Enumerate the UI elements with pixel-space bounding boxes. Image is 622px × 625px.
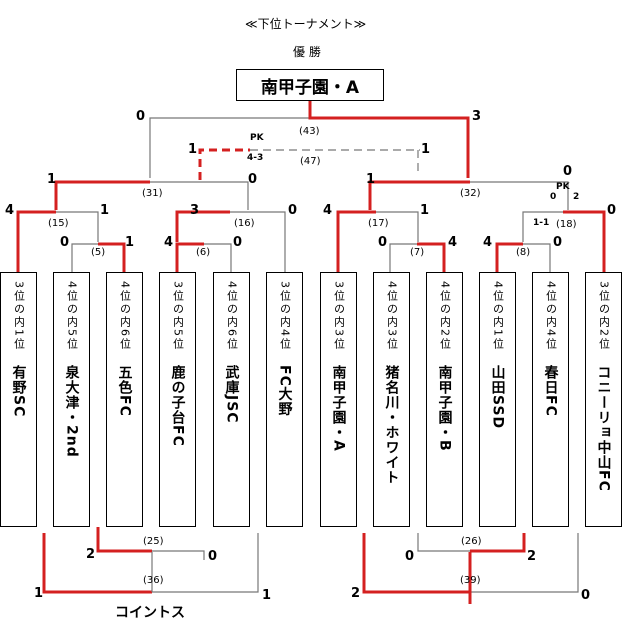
m47-pk-label: PK [250, 133, 264, 143]
match-number-17: (17) [368, 218, 389, 229]
team-box: 4位の内2位 南甲子園・B [426, 272, 463, 527]
champion-box: 南甲子園・A [236, 69, 384, 101]
team-name: 有野SC [10, 365, 27, 418]
team-rank: 3位の内1位 [12, 281, 26, 351]
team-name: 猪名川・ホワイト [383, 365, 400, 485]
match-number-31: (31) [142, 188, 163, 199]
match-number-5: (5) [91, 247, 106, 258]
team-rank: 3位の内2位 [597, 281, 611, 351]
m7-right-score: 4 [448, 235, 458, 250]
m25-left-score: 2 [86, 547, 96, 562]
team-rank: 4位の内2位 [438, 281, 452, 351]
m6-right-score: 0 [233, 235, 243, 250]
team-name: 南甲子園・A [330, 365, 347, 452]
match-number-39: (39) [460, 575, 481, 586]
m39-left-score: 2 [351, 586, 361, 601]
team-box: 3位の内1位 有野SC [0, 272, 37, 527]
m18-pk-right: 2 [573, 192, 580, 202]
team-rank: 4位の内6位 [225, 281, 239, 351]
final-right-score: 3 [472, 109, 482, 124]
m17-right-score: 1 [420, 203, 430, 218]
tournament-title: ≪下位トーナメント≫ [245, 17, 367, 31]
m39-right-score: 0 [581, 588, 591, 603]
m17-left-score: 4 [323, 203, 333, 218]
m32-right-score: 0 [563, 164, 573, 179]
team-box: 3位の内2位 コニーリョ中山FC [585, 272, 622, 527]
team-rank: 3位の内3位 [332, 281, 346, 351]
match-number-47: (47) [300, 156, 321, 167]
m25-right-score: 0 [208, 549, 218, 564]
m8-left-score: 4 [483, 235, 493, 250]
m36-right-score: 1 [262, 588, 272, 603]
team-rank: 4位の内3位 [385, 281, 399, 351]
m47-pk-score: 4-3 [247, 153, 264, 163]
m18-pk-label: PK [556, 182, 570, 192]
match-number-15: (15) [48, 218, 69, 229]
team-rank: 4位の内6位 [118, 281, 132, 351]
m32-left-score: 1 [366, 172, 376, 187]
m47-right-score: 1 [421, 142, 431, 157]
team-box: 4位の内6位 五色FC [106, 272, 143, 527]
team-box: 4位の内5位 泉大津・2nd [53, 272, 90, 527]
m18-pk-left: 0 [550, 192, 557, 202]
match-number-16: (16) [234, 218, 255, 229]
m36-left-score: 1 [34, 586, 44, 601]
team-name: 五色FC [116, 365, 133, 417]
team-box: 3位の内4位 FC大野 [266, 272, 303, 527]
team-rank: 4位の内5位 [65, 281, 79, 351]
match-number-18: (18) [556, 219, 577, 230]
m26-right-score: 2 [527, 549, 537, 564]
m31-left-score: 1 [47, 172, 57, 187]
team-name: 山田SSD [489, 365, 506, 430]
team-box: 3位の内3位 南甲子園・A [320, 272, 357, 527]
team-box: 3位の内5位 鹿の子台FC [159, 272, 196, 527]
team-name: 春日FC [542, 365, 559, 417]
team-rank: 4位の内4位 [544, 281, 558, 351]
team-name: 鹿の子台FC [169, 365, 186, 447]
m31-right-score: 0 [248, 172, 258, 187]
team-rank: 3位の内4位 [278, 281, 292, 351]
match-number-25: (25) [143, 536, 164, 547]
team-name: 武庫JSC [223, 365, 240, 424]
m5-right-score: 1 [125, 235, 135, 250]
m6-left-score: 4 [164, 235, 174, 250]
m26-left-score: 0 [405, 549, 415, 564]
match-number-26: (26) [461, 536, 482, 547]
m15-right-score: 1 [100, 203, 110, 218]
match-number-32: (32) [460, 188, 481, 199]
team-name: FC大野 [276, 365, 293, 417]
team-name: 南甲子園・B [436, 365, 453, 452]
m15-left-score: 4 [5, 203, 15, 218]
team-box: 4位の内1位 山田SSD [479, 272, 516, 527]
match-number-6: (6) [196, 247, 211, 258]
m8-right-score: 0 [553, 235, 563, 250]
team-box: 4位の内4位 春日FC [532, 272, 569, 527]
team-rank: 3位の内5位 [171, 281, 185, 351]
champion-label: 優 勝 [293, 45, 321, 59]
m16-right-score: 0 [288, 203, 298, 218]
team-name: 泉大津・2nd [63, 365, 80, 458]
coin-toss-label: コイントス [115, 605, 185, 621]
m5-left-score: 0 [60, 235, 70, 250]
m18-left-score: 1-1 [533, 218, 550, 228]
team-name: コニーリョ中山FC [595, 365, 612, 492]
match-number-43: (43) [299, 126, 320, 137]
final-left-score: 0 [136, 109, 146, 124]
team-box: 4位の内6位 武庫JSC [213, 272, 250, 527]
match-number-8: (8) [516, 247, 531, 258]
team-rank: 4位の内1位 [491, 281, 505, 351]
m47-left-score: 1 [188, 142, 198, 157]
m7-left-score: 0 [378, 235, 388, 250]
m16-left-score: 3 [190, 203, 200, 218]
match-number-36: (36) [143, 575, 164, 586]
team-box: 4位の内3位 猪名川・ホワイト [373, 272, 410, 527]
match-number-7: (7) [410, 247, 425, 258]
m18-right-score: 0 [607, 203, 617, 218]
